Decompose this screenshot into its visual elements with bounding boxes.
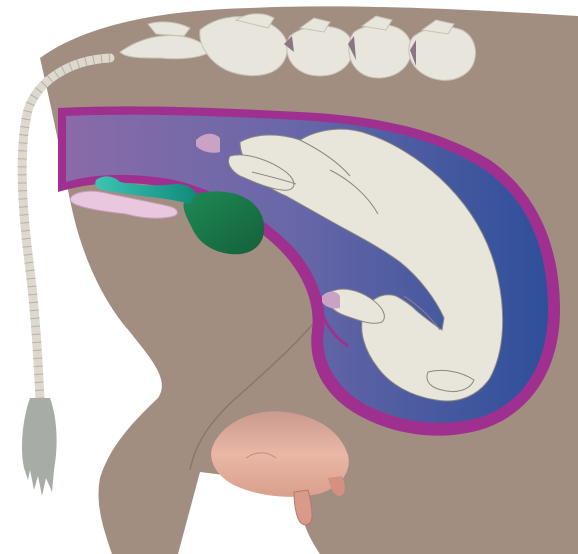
teat-left <box>294 490 312 525</box>
tail-switch <box>22 398 57 496</box>
